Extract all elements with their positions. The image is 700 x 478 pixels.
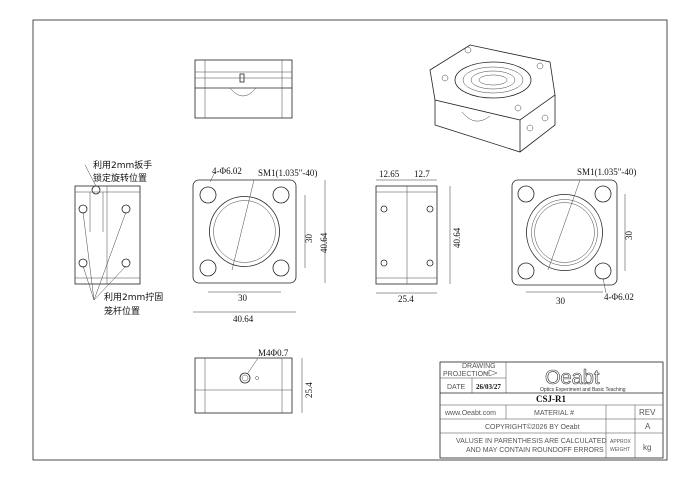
front-dim-40-64-h: 40.64 (233, 314, 254, 324)
weight-unit: kg (643, 443, 651, 452)
note-line2: AND MAY CONTAIN ROUNDOFF ERRORS (466, 447, 604, 454)
weight-label: WEIGHT (610, 447, 630, 453)
projection-label: PROJECTION (443, 371, 488, 378)
bottom-view: M4Φ0.7 25.4 (194, 348, 314, 414)
website-link[interactable]: www.Oeabt.com (444, 410, 496, 417)
left-side-view: 利用2mm扳手 锁定旋转位置 利用2mm拧固 笼杆位置 (74, 159, 163, 317)
back-thread-label: SM1(1.035"-40) (577, 167, 636, 177)
material-label: MATERIAL # (534, 410, 574, 417)
logo: Oeabt (545, 367, 600, 389)
sheet-border (32, 19, 668, 461)
copyright: COPYRIGHT©2026 BY Oeabt (485, 423, 580, 431)
rod-note-line1: 利用2mm拧固 (104, 291, 163, 303)
back-dim-30-h: 30 (556, 296, 566, 306)
front-view: 4-Φ6.02 SM1(1.035"-40) 30 40.64 30 40.64 (192, 166, 329, 324)
rev-label: REV (639, 408, 656, 417)
right-side-view: 12.65 12.7 40.64 25.4 (375, 169, 462, 304)
logo-subtitle: Optics Experiment and Basic Teaching (540, 387, 626, 393)
date-value: 26/03/27 (476, 383, 501, 391)
back-dim-30-v: 30 (624, 231, 634, 241)
front-dim-40-64-v: 40.64 (319, 232, 329, 253)
front-thread-label: SM1(1.035"-40) (258, 168, 317, 178)
part-number: CSJ-R1 (536, 394, 567, 404)
back-view: SM1(1.035"-40) 30 30 4-Φ6.02 (511, 167, 636, 306)
top-view (194, 59, 293, 119)
isometric-view (429, 44, 556, 153)
date-label: DATE (447, 384, 465, 391)
dim-12-65: 12.65 (379, 169, 400, 179)
wrench-note-line1: 利用2mm扳手 (93, 159, 152, 171)
front-dim-30-h: 30 (238, 293, 248, 303)
title-block: DRAWING PROJECTION DATE 26/03/27 Oeabt O… (439, 361, 664, 459)
bottom-dim-25-4: 25.4 (304, 382, 314, 398)
approx-label: APPROX (610, 439, 632, 445)
tap-label: M4Φ0.7 (258, 348, 289, 358)
wrench-note-line2: 锁定旋转位置 (93, 172, 147, 184)
drawing-label: DRAWING (462, 363, 496, 370)
note-line1: VALUSE IN PARENTHESIS ARE CALCULATED (456, 438, 607, 445)
rev-value: A (645, 422, 651, 431)
back-holes-label: 4-Φ6.02 (604, 292, 634, 302)
side-dim-25-4: 25.4 (398, 294, 414, 304)
side-dim-40-64: 40.64 (452, 227, 462, 248)
projection-symbol-icon (484, 369, 498, 377)
rod-note-line2: 笼杆位置 (104, 305, 140, 317)
front-holes-label: 4-Φ6.02 (212, 166, 242, 176)
dim-12-7: 12.7 (414, 169, 430, 179)
front-dim-30-v: 30 (304, 234, 314, 244)
